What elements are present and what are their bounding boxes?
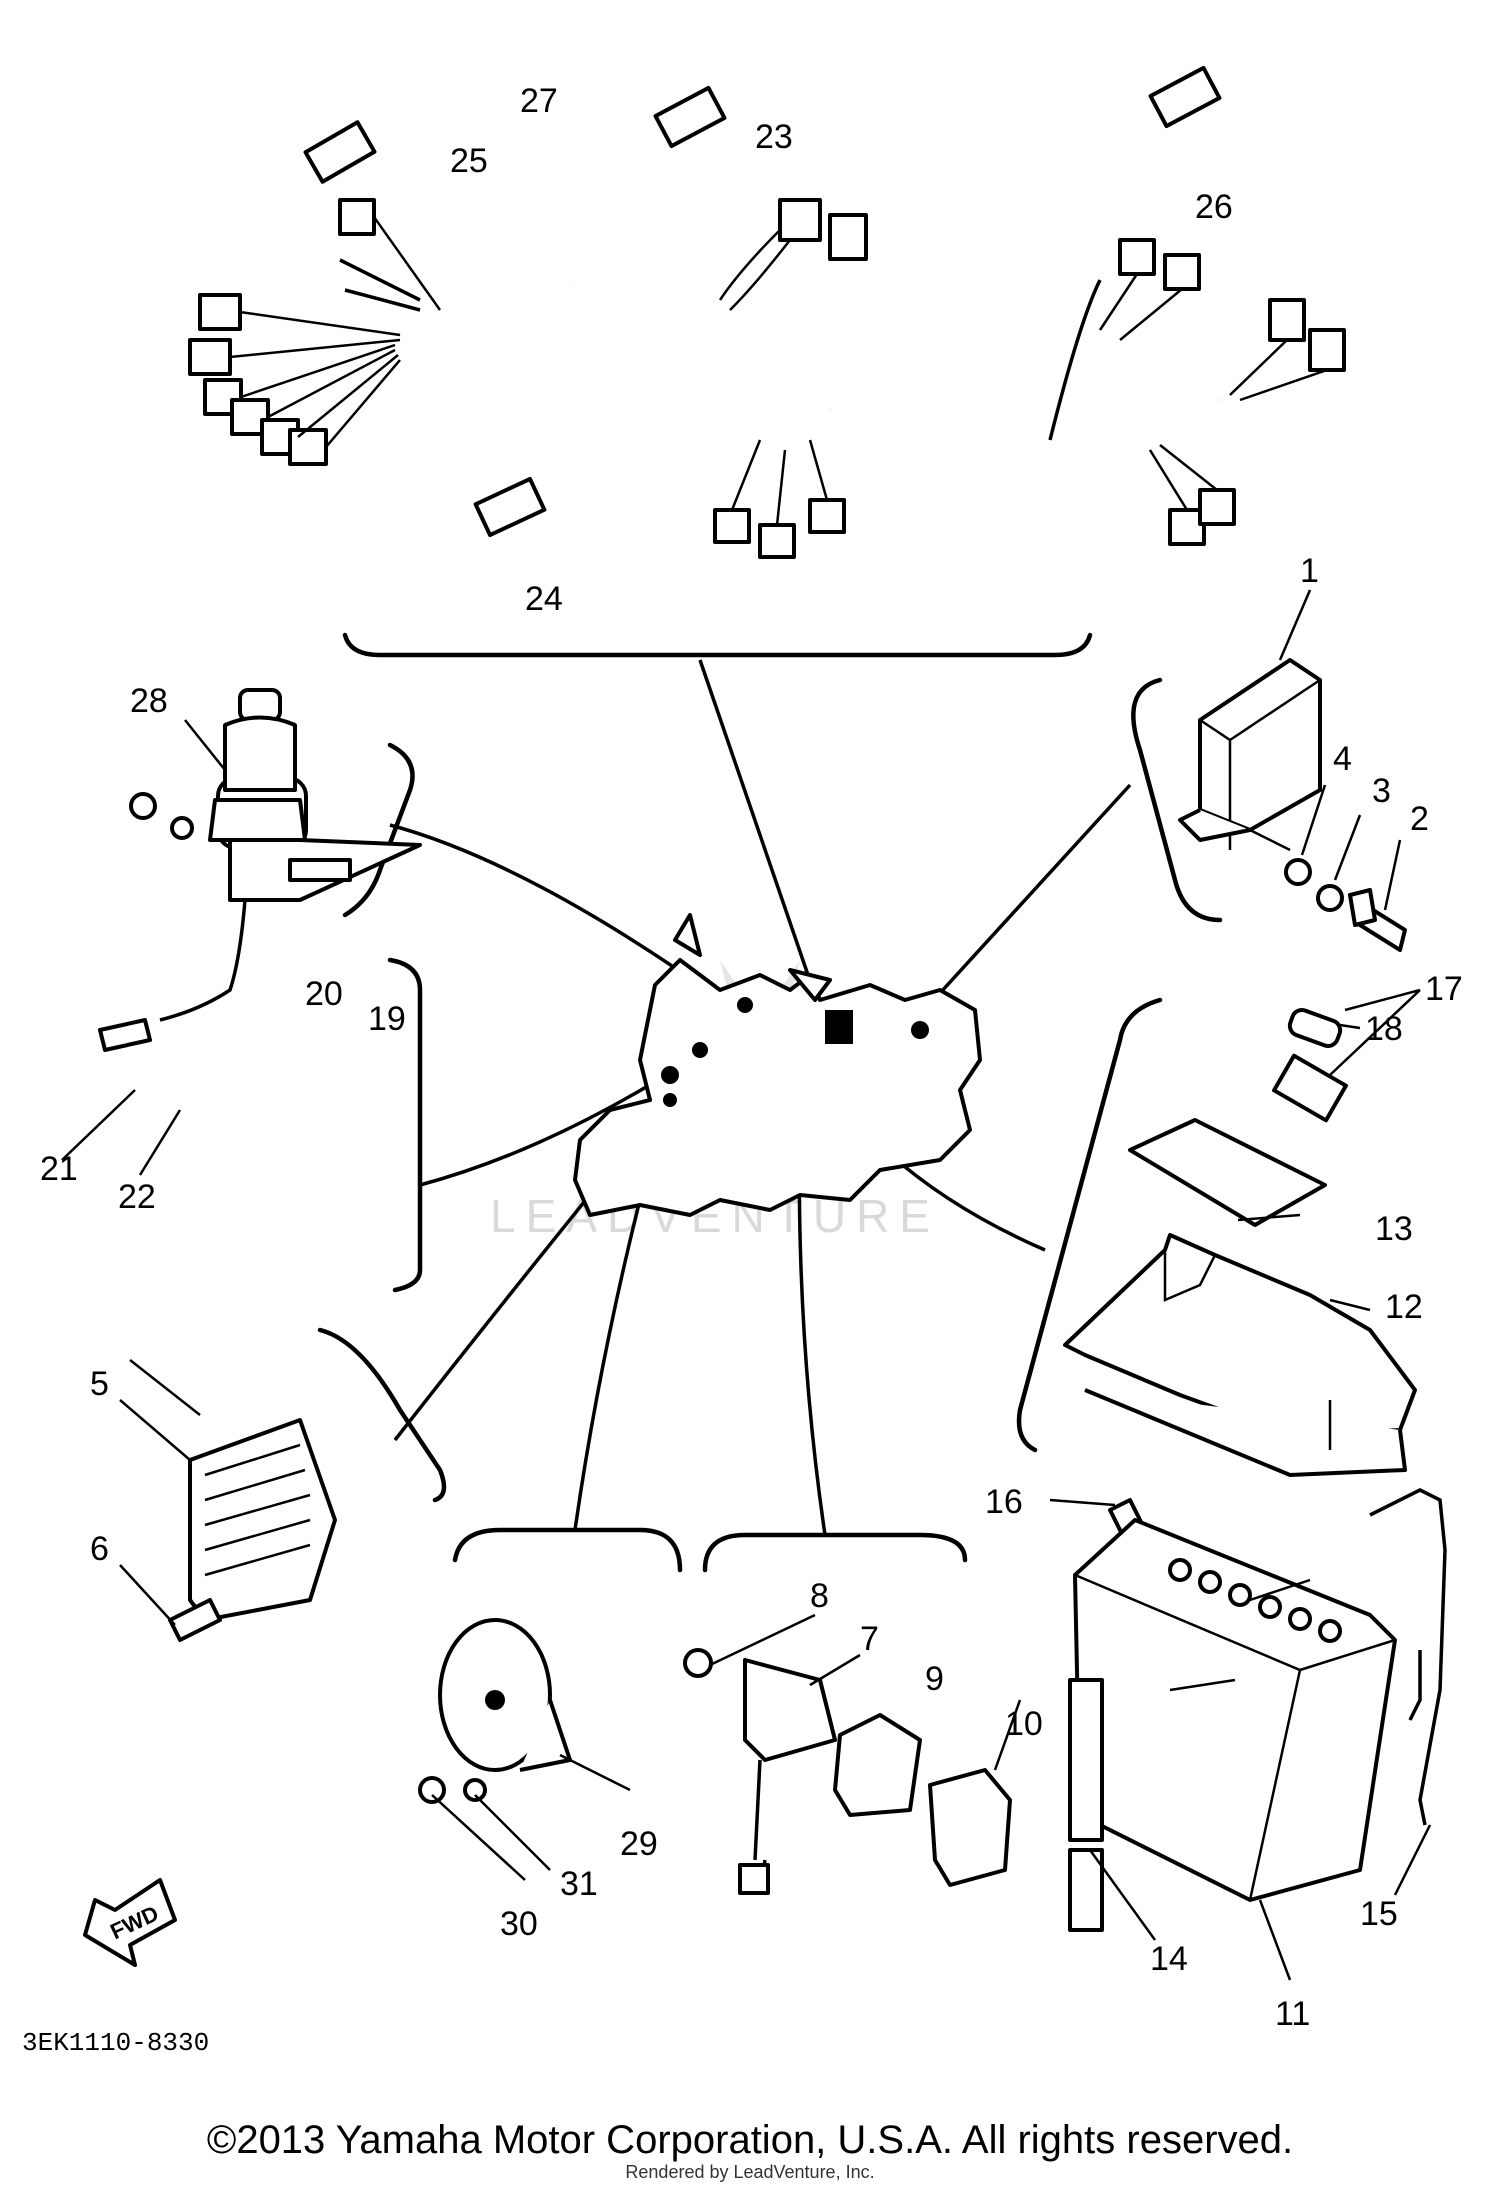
callout-21: 21 — [40, 1150, 78, 1188]
part-9-relay — [833, 1713, 922, 1817]
callout-6: 6 — [90, 1530, 109, 1568]
callout-18: 18 — [1365, 1010, 1403, 1048]
callout-20: 20 — [305, 975, 343, 1013]
part-6-bolt — [168, 1598, 222, 1642]
part-12-battery-cover — [1063, 1233, 1417, 1477]
part-7-starter-relay — [738, 1658, 837, 1895]
callout-25: 25 — [450, 142, 488, 180]
cable-tie-25 — [123, 120, 377, 282]
harness-bottom-connectors — [713, 439, 846, 559]
part-18-fuse — [1287, 1008, 1343, 1048]
callout-leaders — [61, 589, 1432, 1981]
part-2-bolt — [1348, 888, 1407, 952]
callout-11: 11 — [1275, 1995, 1310, 2033]
part-31-washer — [463, 1778, 487, 1802]
cable-tie-24 — [283, 476, 547, 622]
part-17-fuse-holder — [1161, 1001, 1459, 1184]
diagram-code: 3EK1110-8330 — [22, 2028, 209, 2058]
part-5-rectifier — [188, 1418, 337, 1622]
callout-2: 2 — [1410, 800, 1429, 838]
harness-left-connectors — [188, 198, 442, 466]
part-3-washer — [1316, 884, 1344, 912]
part-19-main-switch — [98, 688, 422, 1052]
callout-24: 24 — [525, 580, 563, 618]
callout-30: 30 — [500, 1905, 538, 1943]
callout-28: 28 — [130, 682, 168, 720]
callout-1: 1 — [1300, 552, 1319, 590]
callout-8: 8 — [810, 1577, 829, 1615]
part-29-horn — [438, 1618, 572, 1772]
callout-12: 12 — [1385, 1288, 1423, 1326]
fwd-arrow-icon: FWD — [83, 1878, 177, 1967]
part-21-screw — [129, 792, 157, 820]
part-14-breather-hose — [1068, 1678, 1104, 1932]
part-22-washer — [170, 816, 194, 840]
callout-numbers: 1 2 3 4 5 6 7 8 9 10 11 12 13 14 15 16 1… — [40, 82, 1463, 2033]
motorcycle-frame — [573, 913, 982, 1217]
part-13-pad — [1128, 1118, 1327, 1227]
part-15-cable — [1369, 1488, 1447, 1826]
part-4-washer — [1284, 858, 1312, 886]
part-1-relay — [1178, 658, 1322, 852]
callout-19: 19 — [368, 1000, 406, 1038]
callout-17: 17 — [1425, 970, 1463, 1008]
copyright-text: ©2013 Yamaha Motor Corporation, U.S.A. A… — [206, 2118, 1294, 2162]
callout-22: 22 — [118, 1178, 156, 1216]
callout-9: 9 — [925, 1660, 944, 1698]
rendered-by-text: Rendered by LeadVenture, Inc. — [625, 2162, 875, 2182]
cable-tie-27 — [463, 85, 727, 247]
callout-29: 29 — [620, 1825, 658, 1863]
group-brackets — [317, 632, 1223, 1573]
callout-15: 15 — [1360, 1895, 1398, 1933]
callout-27: 27 — [520, 82, 558, 120]
callout-4: 4 — [1333, 740, 1352, 778]
callout-14: 14 — [1150, 1940, 1188, 1978]
callout-13: 13 — [1375, 1210, 1413, 1248]
part-30-bolt — [418, 1776, 446, 1804]
callout-23: 23 — [755, 118, 793, 156]
callout-16: 16 — [985, 1483, 1023, 1521]
part-10-flasher — [928, 1768, 1012, 1887]
callout-7: 7 — [860, 1620, 879, 1658]
callout-26: 26 — [1195, 188, 1233, 226]
cable-tie-26 — [878, 65, 1222, 267]
callout-10: 10 — [1005, 1705, 1043, 1743]
harness-top-connectors — [718, 198, 868, 311]
callout-5: 5 — [90, 1365, 109, 1403]
callout-31: 31 — [560, 1865, 598, 1903]
part-8-nut — [683, 1648, 713, 1678]
wire-harness — [188, 198, 1346, 559]
harness-right-connectors — [1098, 238, 1346, 546]
callout-3: 3 — [1372, 772, 1391, 810]
part-11-battery — [1073, 1518, 1397, 1902]
